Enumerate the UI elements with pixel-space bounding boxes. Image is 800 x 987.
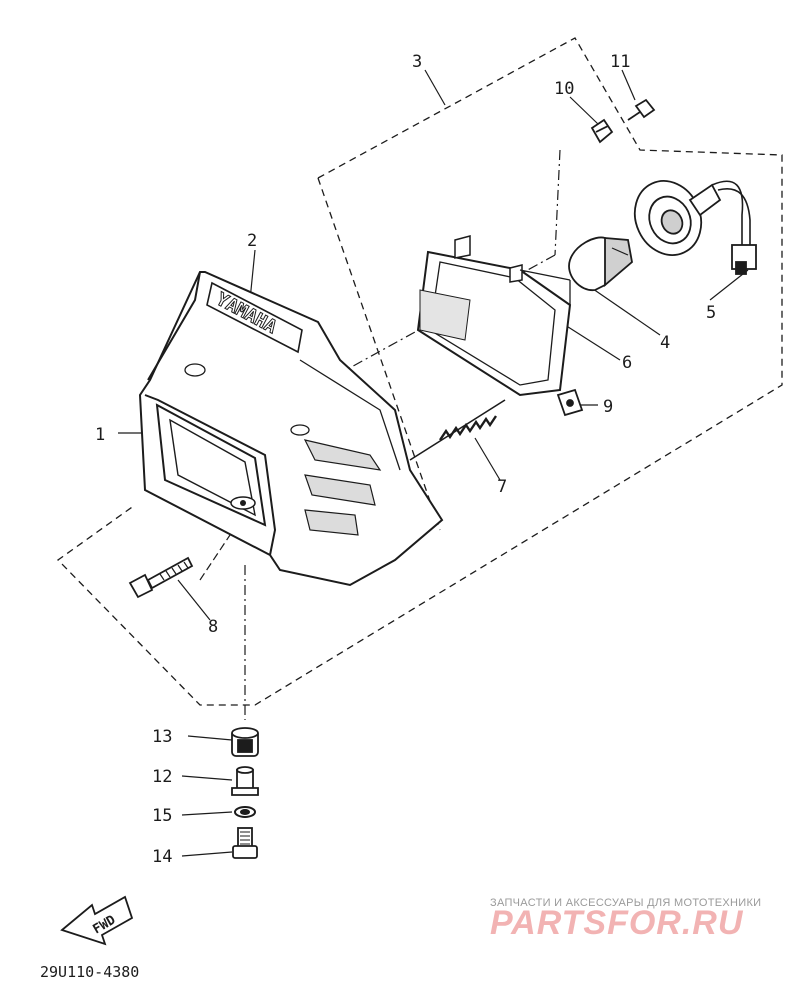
- part-label-15: 15: [152, 806, 172, 826]
- bulb-clip: [590, 118, 614, 144]
- part-label-2: 2: [247, 231, 257, 251]
- part-label-7: 7: [497, 477, 507, 497]
- part-label-6: 6: [622, 353, 632, 373]
- part-label-12: 12: [152, 767, 172, 787]
- part-label-9: 9: [603, 397, 613, 417]
- part-number-labels: 1 2 3 4 5 6 7 8 9 10 11 12 13 14 15: [95, 52, 716, 867]
- fwd-direction-arrow: FWD: [60, 895, 134, 946]
- headlight-lens-unit: [416, 235, 572, 397]
- part-label-5: 5: [706, 303, 716, 323]
- part-label-3: 3: [412, 52, 422, 72]
- short-bolt: [232, 827, 258, 859]
- part-label-11: 11: [610, 52, 630, 72]
- collar: [231, 766, 259, 796]
- part-label-10: 10: [554, 79, 574, 99]
- damper-grommet: [231, 727, 259, 757]
- part-label-14: 14: [152, 847, 172, 867]
- part-label-13: 13: [152, 727, 172, 747]
- mounting-bolt-long: [128, 556, 194, 599]
- square-nut: [556, 388, 584, 417]
- part-label-8: 8: [208, 617, 218, 637]
- drawing-code: 29U110-4380: [40, 963, 139, 981]
- part-label-1: 1: [95, 425, 105, 445]
- assembly-3-boundary: [57, 37, 783, 706]
- bulb: [568, 236, 633, 291]
- part-label-4: 4: [660, 333, 670, 353]
- adjusting-screw-spring: [409, 399, 506, 461]
- watermark-tagline: ЗАПЧАСТИ И АКСЕССУАРЫ ДЛЯ МОТОТЕХНИКИ: [490, 897, 761, 909]
- washer: [234, 806, 256, 818]
- bulb-socket-cord: [633, 180, 757, 275]
- small-screw: [627, 98, 656, 121]
- fairing-body: [138, 271, 444, 587]
- watermark-brand: PARTSFOR.RU: [490, 904, 744, 942]
